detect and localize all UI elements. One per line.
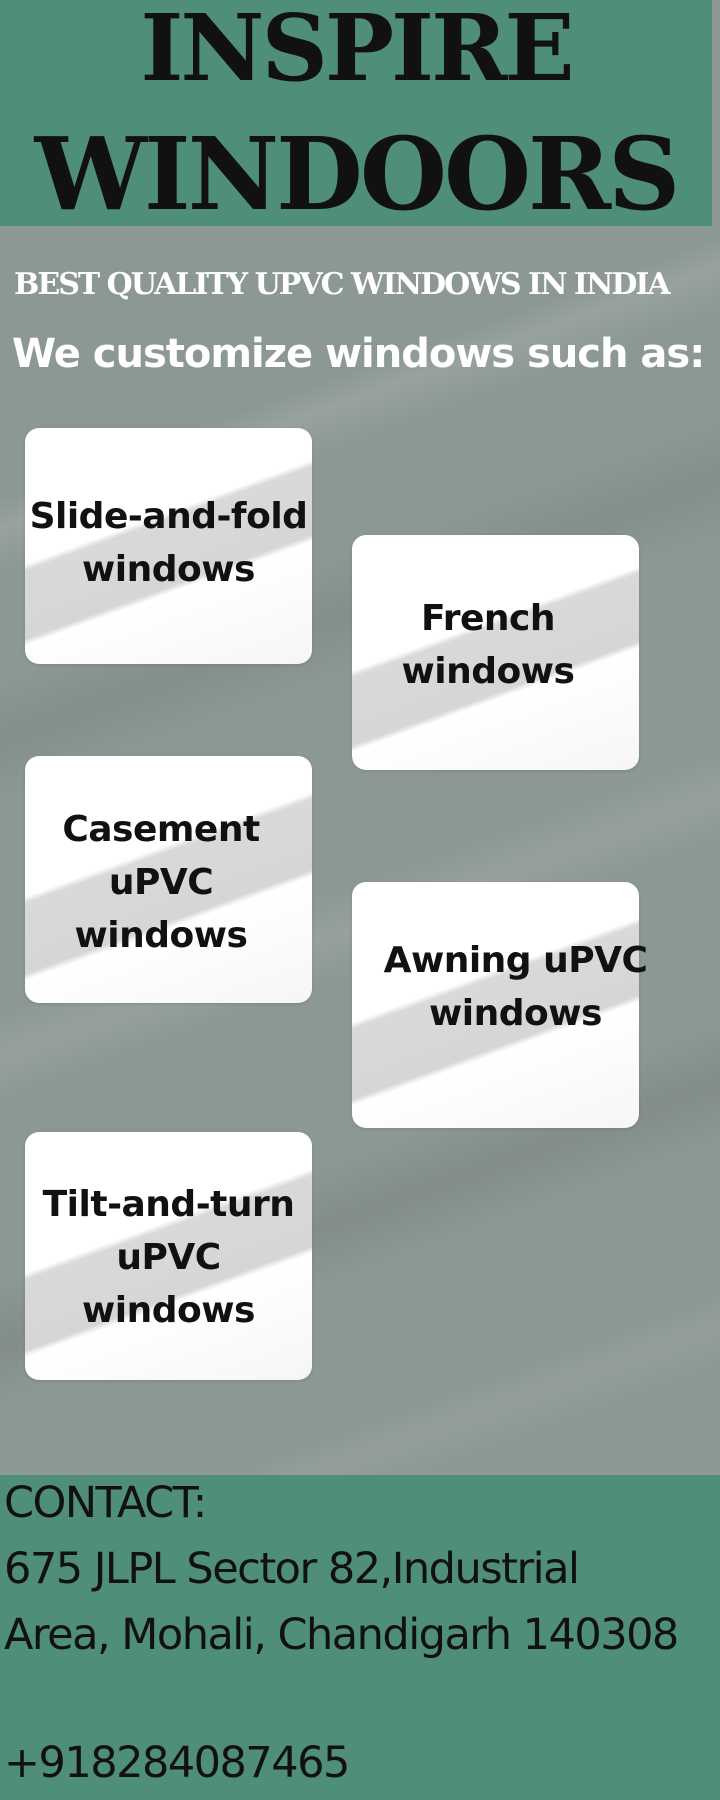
contact-address-line2: Area, Mohali, Chandigarh 140308: [4, 1610, 679, 1660]
brand-title-line2: WINDOORS: [34, 115, 681, 233]
card-tilt-and-turn: Tilt-and-turn uPVC windows: [25, 1132, 312, 1380]
card-awning: Awning uPVC windows: [352, 882, 648, 1128]
header-banner: INSPIRE WINDOORS: [0, 0, 712, 226]
tagline: BEST QUALITY UPVC WINDOWS IN INDIA: [14, 267, 671, 302]
card-french: French windows: [352, 535, 639, 770]
card-label: Awning uPVC windows: [383, 940, 648, 1034]
card-label: Slide-and-fold windows: [29, 496, 308, 590]
contact-footer: CONTACT: 675 JLPL Sector 82,Industrial A…: [0, 1475, 720, 1800]
card-label: Tilt-and-turn uPVC windows: [42, 1184, 295, 1331]
contact-address-line1: 675 JLPL Sector 82,Industrial: [4, 1544, 580, 1594]
card-casement: Casement uPVC windows: [25, 756, 312, 1003]
card-label: Casement uPVC windows: [62, 809, 260, 956]
card-label: French windows: [401, 598, 575, 692]
contact-phone: +918284087465: [4, 1738, 350, 1788]
card-slide-and-fold: Slide-and-fold windows: [25, 428, 312, 664]
contact-heading: CONTACT:: [4, 1478, 207, 1528]
intro-heading: We customize windows such as:: [12, 331, 705, 377]
brand-title-line1: INSPIRE: [140, 0, 574, 102]
